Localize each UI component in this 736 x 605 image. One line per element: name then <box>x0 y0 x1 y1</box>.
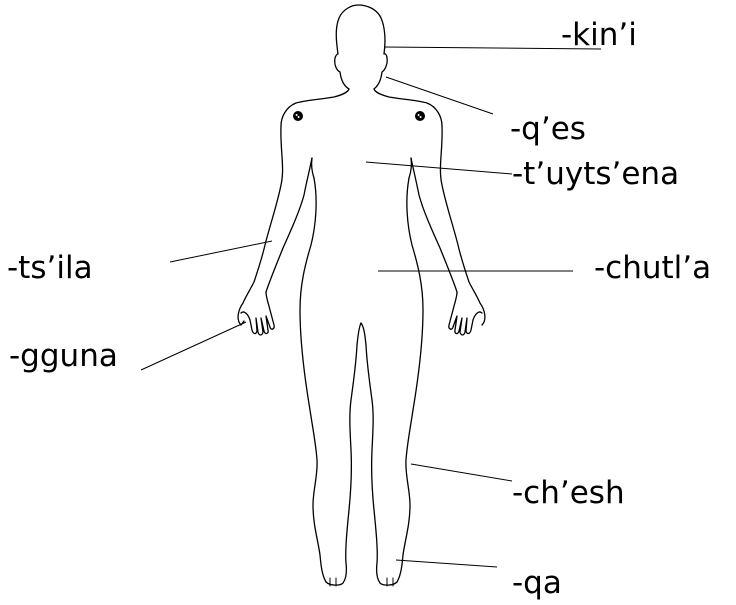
leader-neck <box>386 77 493 114</box>
head-outline <box>335 5 387 89</box>
label-head: -kin’i <box>561 20 637 51</box>
left-arm-inner <box>266 158 312 292</box>
left-shoulder-dot <box>293 111 303 121</box>
right-hand <box>449 292 482 335</box>
right-torso-leg <box>361 178 423 585</box>
shoulder-dots <box>293 111 425 121</box>
label-arm: -ts’ila <box>7 253 93 284</box>
label-chest: -t’uyts’ena <box>512 159 679 190</box>
label-foot: -qa <box>512 568 562 599</box>
right-arm-outer <box>440 126 484 325</box>
left-arm-outer <box>238 126 282 325</box>
leader-chest <box>366 162 512 174</box>
left-torso-leg <box>300 178 361 585</box>
left-hand <box>241 292 274 335</box>
label-neck: -q’es <box>510 114 586 145</box>
label-calf: -ch’esh <box>512 478 625 509</box>
neck-right <box>374 89 442 126</box>
leader-foot <box>396 560 497 567</box>
right-arm-inner <box>411 158 457 292</box>
neck-left <box>281 89 349 126</box>
leader-hand <box>141 322 246 370</box>
leader-calf <box>411 464 512 481</box>
leader-arm <box>170 241 272 262</box>
right-shoulder-dot <box>415 111 425 121</box>
label-belly: -chutl’a <box>594 253 711 284</box>
label-hand: -gguna <box>9 341 118 372</box>
